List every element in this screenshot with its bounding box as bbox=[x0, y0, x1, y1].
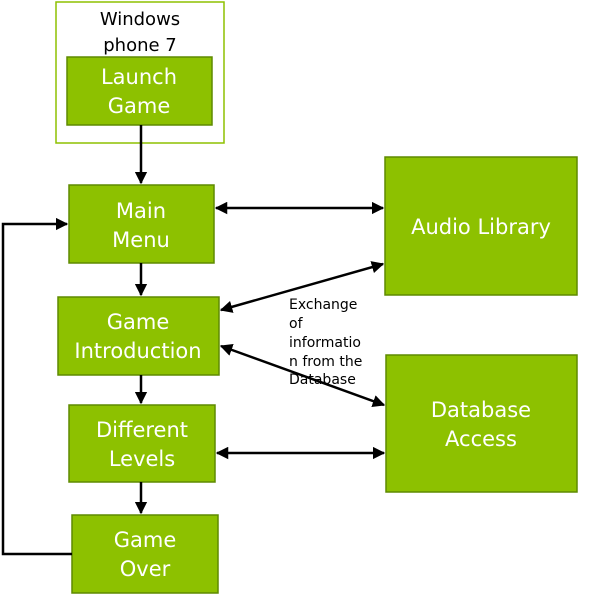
game-over-box bbox=[71, 514, 219, 594]
launch-game-label-line1: Launch bbox=[101, 65, 177, 89]
node-game-introduction: Game Introduction bbox=[57, 296, 220, 376]
platform-label-line1: Windows bbox=[100, 9, 180, 30]
arrow-introduction-audio-library bbox=[219, 261, 385, 313]
different-levels-label-line2: Levels bbox=[109, 447, 175, 471]
main-menu-label-line2: Menu bbox=[112, 228, 170, 252]
different-levels-label-line1: Different bbox=[96, 418, 188, 442]
database-access-label-line1: Database bbox=[431, 398, 531, 422]
database-access-box bbox=[385, 354, 578, 493]
game-over-label-line1: Game bbox=[114, 528, 177, 552]
node-main-menu: Main Menu bbox=[68, 184, 215, 264]
annotation-line-2: of bbox=[289, 316, 304, 332]
annotation-line-1: Exchange bbox=[289, 297, 357, 313]
game-introduction-box bbox=[57, 296, 220, 376]
node-different-levels: Different Levels bbox=[68, 404, 216, 483]
annotation-line-3: informatio bbox=[289, 335, 361, 351]
launch-game-label-line2: Game bbox=[108, 94, 171, 118]
arrow-game-over-loop-to-main-menu bbox=[1, 217, 72, 556]
annotation-line-4: n from the bbox=[289, 354, 362, 370]
platform-label-line2: phone 7 bbox=[103, 35, 177, 56]
game-introduction-label-line1: Game bbox=[107, 310, 170, 334]
database-access-label-line2: Access bbox=[445, 427, 517, 451]
node-audio-library: Audio Library bbox=[384, 156, 578, 296]
node-launch-game: Launch Game bbox=[66, 56, 213, 126]
main-menu-box bbox=[68, 184, 215, 264]
node-database-access: Database Access bbox=[385, 354, 578, 493]
launch-game-box bbox=[66, 56, 213, 126]
node-game-over: Game Over bbox=[71, 514, 219, 594]
audio-library-box bbox=[384, 156, 578, 296]
game-over-label-line2: Over bbox=[120, 557, 171, 581]
arrow-introduction-database-access bbox=[219, 343, 386, 408]
audio-library-label: Audio Library bbox=[411, 215, 551, 239]
exchange-annotation: Exchange of informatio n from the Databa… bbox=[289, 297, 362, 388]
main-menu-label-line1: Main bbox=[116, 199, 166, 223]
different-levels-box bbox=[68, 404, 216, 483]
game-introduction-label-line2: Introduction bbox=[74, 339, 201, 363]
annotation-line-5: Database bbox=[289, 372, 356, 388]
